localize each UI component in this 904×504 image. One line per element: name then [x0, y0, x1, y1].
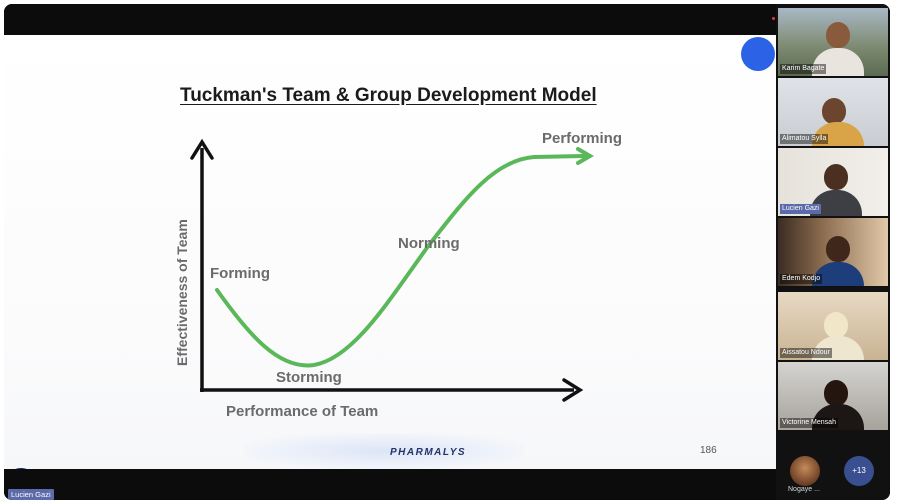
curve-arrow: [576, 147, 594, 165]
participant-head: [824, 164, 848, 190]
participant-body: [812, 48, 864, 76]
stage-label-forming: Forming: [210, 265, 270, 282]
participant-name: Aissatou Ndour: [780, 348, 832, 358]
participant-head: [826, 22, 850, 48]
participant-name: Karim Bagate: [780, 64, 827, 74]
tuckman-chart: Effectiveness of Team Performance of Tea…: [174, 130, 622, 420]
video-tile[interactable]: Edem Kodjo: [778, 218, 888, 286]
more-participants-strip: Nogaye ... +13: [776, 436, 890, 500]
video-tile[interactable]: Victorine Mensah: [778, 362, 888, 430]
bottom-bar: [4, 469, 776, 500]
participant-name: Victorine Mensah: [780, 418, 838, 428]
brand-logo: PHARMALYS: [390, 447, 467, 458]
stage-label-performing: Performing: [542, 130, 622, 147]
avatar-name: Nogaye ...: [788, 486, 820, 493]
y-axis-arrow: [190, 138, 214, 160]
meeting-window: Tuckman's Team & Group Development Model…: [4, 4, 890, 500]
y-axis-label: Effectiveness of Team: [174, 219, 190, 366]
presenter-name-tag: Lucien Gazi: [8, 489, 54, 500]
video-tile[interactable]: Karim Bagate: [778, 8, 888, 76]
stage-label-norming: Norming: [398, 235, 460, 252]
more-participants-button[interactable]: +13: [844, 456, 874, 486]
avatar[interactable]: [790, 456, 820, 486]
recording-indicator: [772, 17, 775, 20]
participant-head: [824, 312, 848, 338]
participant-name: Alimatou Sylla: [780, 134, 829, 144]
participant-head: [826, 236, 850, 262]
video-tile[interactable]: Aissatou Ndour: [778, 292, 888, 360]
video-tile[interactable]: Alimatou Sylla: [778, 78, 888, 146]
top-bar: [4, 4, 776, 35]
x-axis-arrow: [562, 378, 584, 402]
participants-panel: Karim Bagate Alimatou Sylla Lucien Gazi …: [776, 4, 890, 500]
participant-name: Lucien Gazi: [780, 204, 821, 214]
video-tile[interactable]: Lucien Gazi: [778, 148, 888, 216]
participant-head: [824, 380, 848, 406]
decorative-circle: [4, 468, 38, 469]
slide-title: Tuckman's Team & Group Development Model: [180, 85, 597, 106]
shared-slide: Tuckman's Team & Group Development Model…: [4, 35, 776, 469]
participant-name: Edem Kodjo: [780, 274, 823, 284]
decorative-circle: [741, 37, 775, 71]
development-curve: [215, 154, 586, 368]
x-axis-label: Performance of Team: [226, 403, 378, 420]
stage-label-storming: Storming: [276, 369, 342, 386]
slide-page-number: 186: [700, 445, 717, 456]
participant-head: [822, 98, 846, 124]
slide-footer-band: [244, 433, 524, 469]
